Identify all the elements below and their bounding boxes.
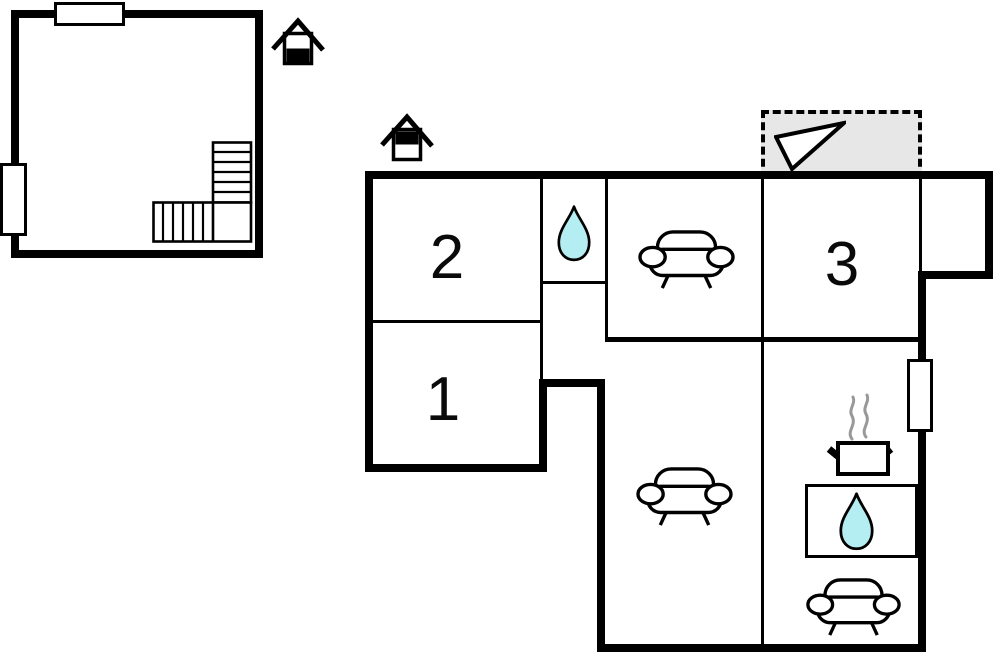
step-wall-horizontal <box>539 379 605 387</box>
room-3-label: 3 <box>824 230 860 299</box>
living-room-sofa-icon <box>638 230 735 290</box>
lounge-wall-left <box>597 379 605 652</box>
terrace-triangle-pointer-icon <box>774 120 846 172</box>
interior-wall-bath-right <box>605 179 608 337</box>
kitchen-sofa-icon <box>806 578 901 637</box>
annex-house-marker-icon <box>271 15 325 67</box>
interior-wall-bumpout-left <box>919 179 922 271</box>
annex-wall-bottom <box>11 250 263 258</box>
interior-wall-bath-bottom <box>540 281 608 284</box>
kitchen-sink-water-drop-icon <box>839 492 874 551</box>
main-wall-right-upper <box>985 171 993 279</box>
bathroom-water-drop-icon <box>557 205 591 262</box>
cooking-pot-steam-icon <box>826 393 894 476</box>
annex-top-window <box>54 2 125 26</box>
step-wall-vertical <box>539 379 547 472</box>
interior-wall-room1-room2 <box>372 320 540 323</box>
annex-wall-left <box>11 10 19 258</box>
main-wall-bottom <box>597 644 926 652</box>
main-house-marker-icon <box>380 112 434 162</box>
interior-wall-center-divider <box>761 179 764 644</box>
main-wall-left <box>365 171 373 472</box>
main-wall-right-lower <box>918 271 926 652</box>
room-1-label: 1 <box>425 365 461 434</box>
room-2-label: 2 <box>429 223 465 292</box>
bumpout-wall-bottom <box>918 271 993 279</box>
annex-wall-top <box>11 10 263 18</box>
interior-wall-bath-left <box>540 179 543 379</box>
annex-left-window <box>0 163 27 236</box>
stairs-icon <box>152 141 253 243</box>
room1-wall-bottom <box>365 464 547 472</box>
main-wall-top <box>365 171 993 179</box>
annex-wall-right <box>255 10 263 258</box>
lounge-sofa-icon <box>636 467 733 527</box>
radiator-window <box>907 359 933 432</box>
